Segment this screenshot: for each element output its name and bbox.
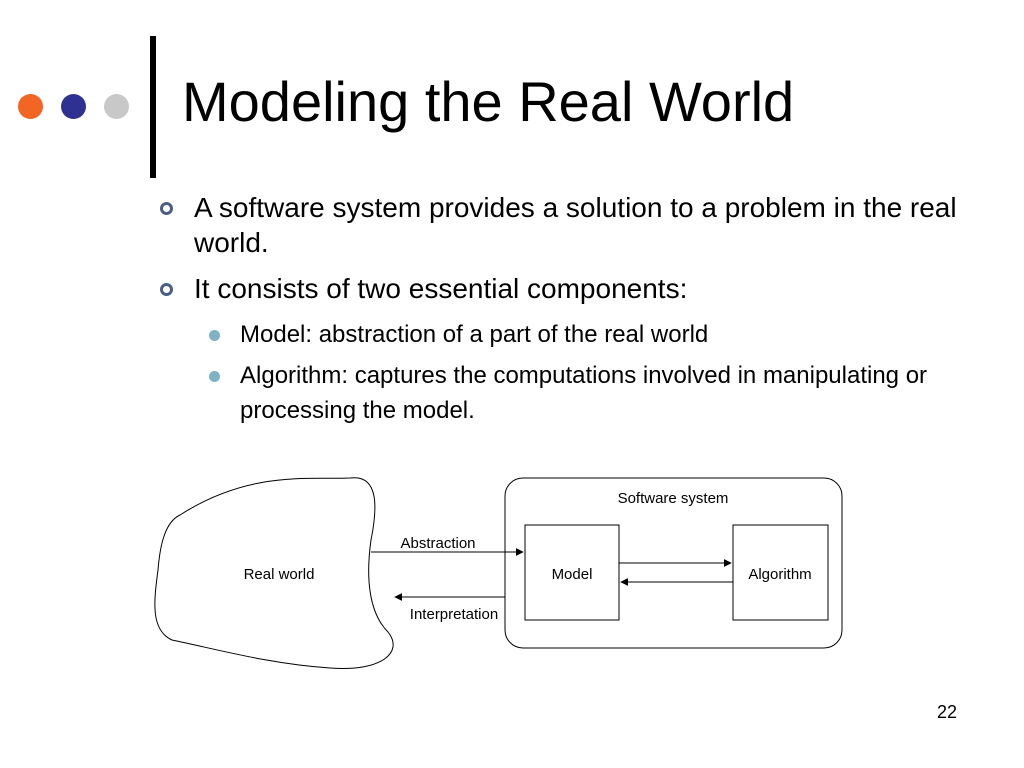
real-world-label: Real world xyxy=(244,566,315,583)
sub-bullet-text: Model: abstraction of a part of the real… xyxy=(240,321,709,348)
software-system-box xyxy=(504,477,843,649)
sub-bullet-item: Model: abstraction of a part of the real… xyxy=(158,317,958,352)
sub-bullet-item: Algorithm: captures the computations inv… xyxy=(158,358,958,428)
title-divider xyxy=(150,36,156,178)
model-box xyxy=(524,524,620,621)
sub-bullet-text: Algorithm: captures the computations inv… xyxy=(240,362,928,424)
software-system-label: Software system xyxy=(618,490,729,507)
abstraction-label: Abstraction xyxy=(400,535,475,552)
blue-dot xyxy=(61,94,86,119)
bullet-item: It consists of two essential components: xyxy=(158,271,958,306)
algorithm-label: Algorithm xyxy=(748,566,811,583)
model-label: Model xyxy=(552,566,593,583)
real-world-cloud xyxy=(154,477,394,670)
ring-bullet-icon xyxy=(160,283,173,296)
dot-bullet-icon xyxy=(209,371,220,382)
slide-title: Modeling the Real World xyxy=(182,70,795,133)
bullet-text: It consists of two essential components: xyxy=(194,273,688,304)
interpretation-label: Interpretation xyxy=(410,606,498,623)
gray-dot xyxy=(104,94,129,119)
page-number: 22 xyxy=(936,702,957,722)
bullet-text: A software system provides a solution to… xyxy=(194,192,957,258)
algorithm-box xyxy=(732,524,829,621)
bullet-item: A software system provides a solution to… xyxy=(158,190,958,260)
ring-bullet-icon xyxy=(160,202,173,215)
orange-dot xyxy=(18,94,43,119)
bullet-list: A software system provides a solution to… xyxy=(158,190,958,434)
dot-bullet-icon xyxy=(209,330,220,341)
decorative-dots xyxy=(18,94,130,120)
